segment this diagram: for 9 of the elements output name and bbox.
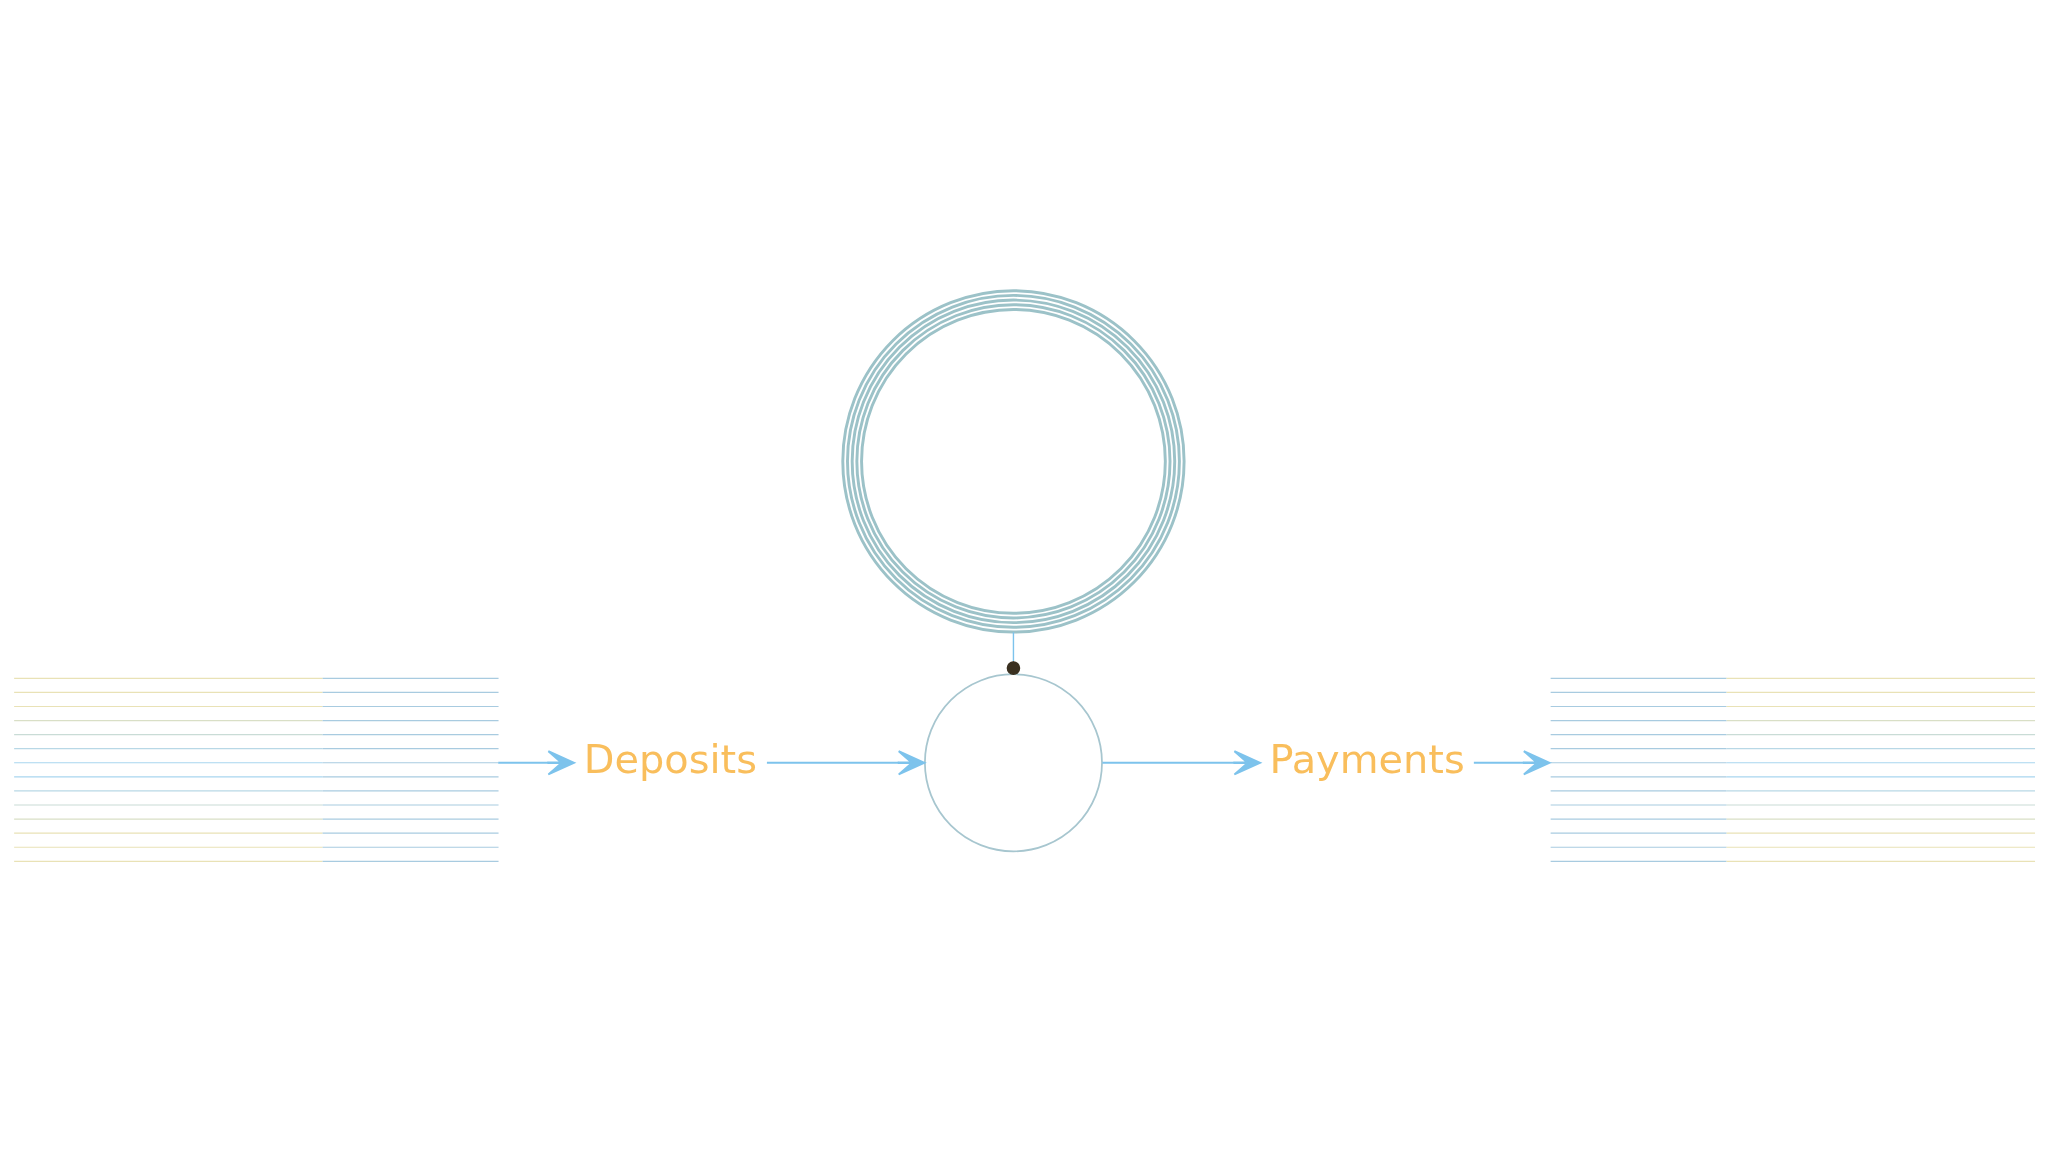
node-circle bbox=[841, 289, 1186, 634]
arrow bbox=[1101, 750, 1262, 776]
node-text: Deposits bbox=[583, 735, 757, 782]
node-text: Payments bbox=[1269, 735, 1465, 782]
arrow bbox=[1472, 750, 1551, 776]
node-circle bbox=[924, 673, 1103, 853]
arrow bbox=[497, 750, 576, 776]
connector bbox=[1006, 631, 1021, 675]
arrow bbox=[765, 750, 926, 776]
